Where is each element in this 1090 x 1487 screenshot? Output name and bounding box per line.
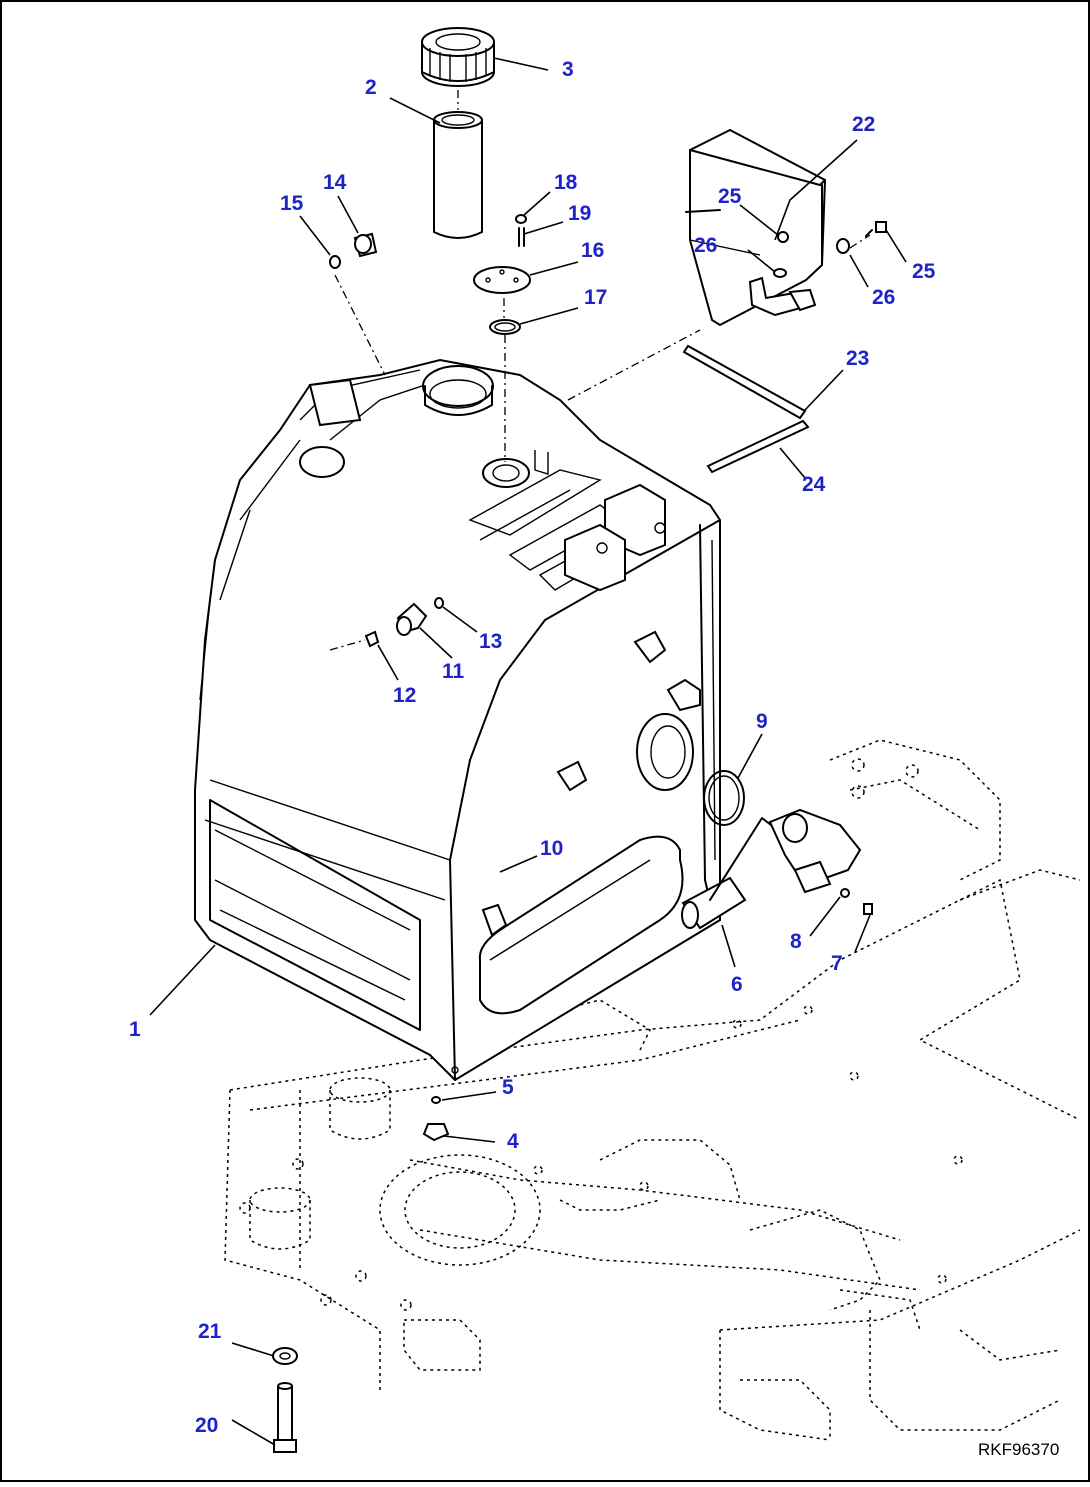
- cover-22: [685, 128, 827, 327]
- callout-6: 6: [731, 973, 743, 996]
- parts-14-15: [329, 232, 378, 269]
- parts-11-13: [364, 597, 444, 648]
- callout-4: 4: [507, 1130, 519, 1153]
- assembly-lines: [329, 90, 871, 651]
- callout-19: 19: [568, 202, 591, 225]
- callout-26-cover: 26: [694, 234, 717, 257]
- strap-23-24: [682, 344, 810, 474]
- callout-14: 14: [323, 171, 347, 194]
- fuel-tank: [194, 358, 721, 1082]
- parts-4-5: [422, 1096, 450, 1142]
- callout-8: 8: [790, 930, 802, 953]
- callout-22: 22: [852, 113, 875, 136]
- callout-2: 2: [365, 76, 377, 99]
- callout-9: 9: [756, 710, 768, 733]
- callouts: 1 2 3 4 5 6 7 8 9 10 11 12 13 14 15 16 1…: [129, 58, 936, 1437]
- callout-12: 12: [393, 684, 416, 707]
- parts-20-21: [272, 1347, 298, 1453]
- callout-25-right: 25: [912, 260, 936, 283]
- cap-3: [421, 27, 495, 87]
- callout-3: 3: [562, 58, 574, 81]
- callout-25-cover: 25: [718, 185, 742, 208]
- callout-16: 16: [581, 239, 604, 262]
- callout-7: 7: [831, 952, 843, 975]
- callout-23: 23: [846, 347, 869, 370]
- callout-26-right: 26: [872, 286, 895, 309]
- callout-1: 1: [129, 1018, 141, 1041]
- parts-25-26-right: [836, 221, 887, 254]
- callout-18: 18: [554, 171, 578, 194]
- callout-15: 15: [280, 192, 304, 215]
- callout-21: 21: [198, 1320, 222, 1343]
- callout-17: 17: [584, 286, 607, 309]
- callout-24: 24: [802, 473, 826, 496]
- parts-6-9: [681, 770, 873, 930]
- parts-16-19: [473, 214, 531, 335]
- callout-20: 20: [195, 1414, 218, 1437]
- filler-pipe-2: [433, 111, 483, 239]
- leader-lines: [149, 57, 907, 1446]
- callout-11: 11: [442, 660, 465, 683]
- callout-10: 10: [540, 837, 563, 860]
- callout-13: 13: [479, 630, 502, 653]
- drawing-code: RKF96370: [978, 1440, 1059, 1459]
- callout-5: 5: [502, 1076, 514, 1099]
